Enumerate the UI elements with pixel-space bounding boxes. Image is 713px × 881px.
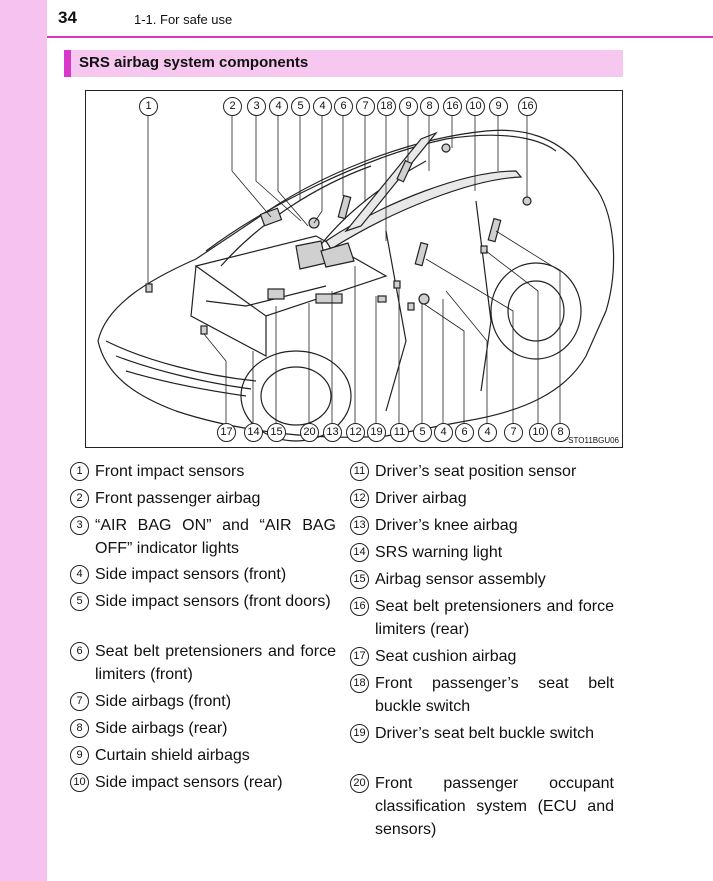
legend-item: 16 Seat belt pretensioners and force limi… (350, 595, 614, 641)
legend-item: 13 Driver’s knee airbag (350, 514, 614, 537)
legend-number: 4 (70, 565, 89, 584)
callout-6: 6 (334, 97, 353, 116)
section-heading: SRS airbag system components (64, 50, 623, 77)
legend-item: 18 Front passenger’s seat belt buckle swi… (350, 672, 614, 718)
legend-text: Front passenger occupant classification … (375, 775, 614, 838)
legend-item: 4 Side impact sensors (front) (70, 563, 336, 586)
legend-text: Front passenger airbag (95, 490, 261, 507)
callout-16: 16 (518, 97, 537, 116)
callout-4: 4 (269, 97, 288, 116)
legend-text: Airbag sensor assembly (375, 571, 546, 588)
callout-5: 5 (413, 423, 432, 442)
figure-code: STO11BGU06 (568, 436, 619, 445)
legend-number: 1 (70, 462, 89, 481)
callout-9: 9 (489, 97, 508, 116)
legend-item: 7 Side airbags (front) (70, 690, 336, 713)
legend-text: Driver’s seat position sensor (375, 463, 577, 480)
legend-item: 5 Side impact sensors (front doors) (70, 590, 336, 613)
legend-number: 6 (70, 642, 89, 661)
callout-9: 9 (399, 97, 418, 116)
legend-number: 2 (70, 489, 89, 508)
callout-17: 17 (217, 423, 236, 442)
legend-text: SRS warning light (375, 544, 503, 561)
section-title: SRS airbag system components (79, 54, 309, 71)
legend-number: 15 (350, 570, 369, 589)
legend-item: 17 Seat cushion airbag (350, 645, 614, 668)
callout-7: 7 (356, 97, 375, 116)
legend-number: 13 (350, 516, 369, 535)
legend-number: 14 (350, 543, 369, 562)
legend-item: 20 Front passenger occupant classificatio… (350, 772, 614, 841)
legend-text: Side airbags (rear) (95, 720, 228, 737)
legend-item: 2 Front passenger airbag (70, 487, 336, 510)
callout-12: 12 (346, 423, 365, 442)
legend-number: 17 (350, 647, 369, 666)
legend-item: 9 Curtain shield airbags (70, 744, 336, 767)
legend-number: 11 (350, 462, 369, 481)
callout-4: 4 (313, 97, 332, 116)
callout-20: 20 (300, 423, 319, 442)
callout-2: 2 (223, 97, 242, 116)
legend-item: 12 Driver airbag (350, 487, 614, 510)
header-rule (47, 36, 713, 38)
legend-number: 12 (350, 489, 369, 508)
legend-number: 18 (350, 674, 369, 693)
callout-4: 4 (434, 423, 453, 442)
callout-10: 10 (529, 423, 548, 442)
legend-item: 6 Seat belt pretensioners and force limit… (70, 640, 336, 686)
legend-text: Seat cushion airbag (375, 648, 517, 665)
legend-text: Driver’s seat belt buckle switch (375, 725, 595, 742)
legend-number: 20 (350, 774, 369, 793)
legend-text: Driver airbag (375, 490, 467, 507)
callout-6: 6 (455, 423, 474, 442)
legend-text: Seat belt pretensioners and force limite… (95, 643, 336, 683)
page-sidebar (0, 0, 47, 881)
legend-number: 19 (350, 724, 369, 743)
callout-5: 5 (291, 97, 310, 116)
legend-item: 10 Side impact sensors (rear) (70, 771, 336, 794)
callout-1: 1 (139, 97, 158, 116)
callout-8: 8 (420, 97, 439, 116)
legend-item: 3 “AIR BAG ON” and “AIR BAG OFF” indicato… (70, 514, 336, 560)
legend-text: Curtain shield airbags (95, 747, 250, 764)
legend-number: 7 (70, 692, 89, 711)
legend-item: 14 SRS warning light (350, 541, 614, 564)
legend-number: 3 (70, 516, 89, 535)
legend-text: Front impact sensors (95, 463, 245, 480)
legend-text: Side impact sensors (rear) (95, 774, 283, 791)
callout-16: 16 (443, 97, 462, 116)
legend-item: 1 Front impact sensors (70, 460, 336, 483)
legend-number: 5 (70, 592, 89, 611)
callout-3: 3 (247, 97, 266, 116)
callout-10: 10 (466, 97, 485, 116)
legend-item: 8 Side airbags (rear) (70, 717, 336, 740)
legend-text: Seat belt pretensioners and force limite… (375, 598, 614, 638)
legend-item: 11 Driver’s seat position sensor (350, 460, 614, 483)
callout-14: 14 (244, 423, 263, 442)
callout-19: 19 (367, 423, 386, 442)
callout-18: 18 (377, 97, 396, 116)
legend-text: Front passenger’s seat belt buckle switc… (375, 675, 614, 715)
callout-7: 7 (504, 423, 523, 442)
callout-8: 8 (551, 423, 570, 442)
legend-item: 15 Airbag sensor assembly (350, 568, 614, 591)
legend-text: Side impact sensors (front) (95, 566, 287, 583)
car-illustration (97, 111, 615, 442)
callout-15: 15 (267, 423, 286, 442)
legend-item: 19 Driver’s seat belt buckle switch (350, 722, 614, 745)
legend-number: 16 (350, 597, 369, 616)
legend-number: 10 (70, 773, 89, 792)
callout-4: 4 (478, 423, 497, 442)
section-path: 1-1. For safe use (134, 12, 233, 27)
legend-text: “AIR BAG ON” and “AIR BAG OFF” indicator… (95, 517, 336, 557)
callout-11: 11 (390, 423, 409, 442)
legend-number: 8 (70, 719, 89, 738)
legend-text: Side airbags (front) (95, 693, 232, 710)
page-number: 34 (58, 8, 77, 27)
callout-13: 13 (323, 423, 342, 442)
legend-number: 9 (70, 746, 89, 765)
legend-text: Side impact sensors (front doors) (95, 593, 331, 610)
legend-text: Driver’s knee airbag (375, 517, 518, 534)
